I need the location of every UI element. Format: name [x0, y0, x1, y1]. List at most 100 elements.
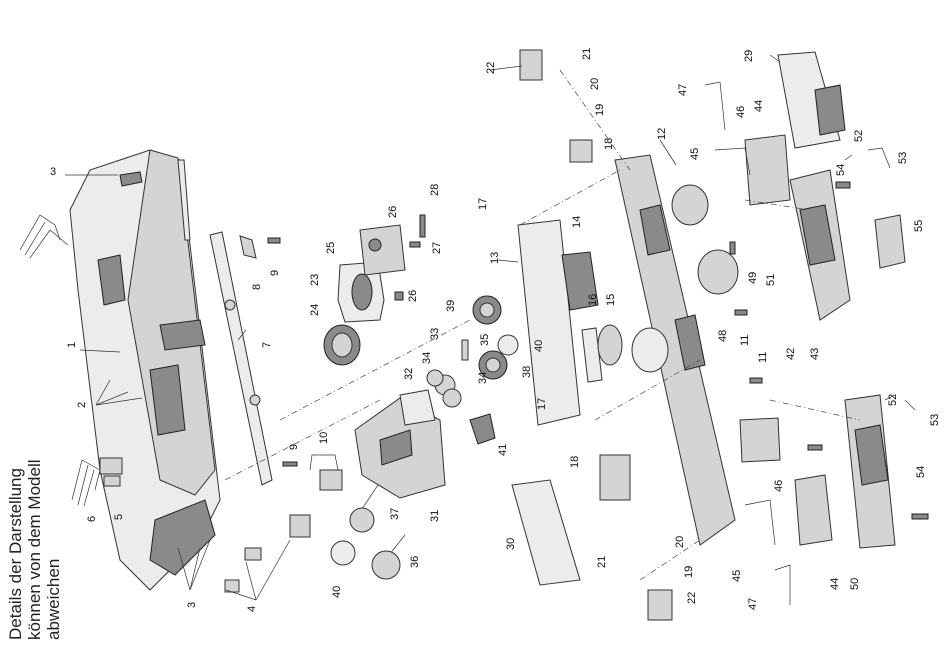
label-42: 42 [785, 348, 797, 360]
coupler-part-22-bottom [648, 590, 672, 620]
label-20-bottom: 20 [674, 536, 686, 548]
label-14: 14 [571, 216, 583, 228]
label-34-bottom: 34 [477, 372, 489, 384]
label-43: 43 [809, 348, 821, 360]
label-21-top: 21 [581, 48, 593, 60]
label-18-bottom: 18 [569, 456, 581, 468]
lever-45-47-top [705, 82, 750, 175]
plate-15 [598, 325, 622, 365]
label-16: 16 [587, 294, 599, 306]
label-26-top: 26 [387, 206, 399, 218]
label-46-bottom: 46 [773, 480, 785, 492]
label-7: 7 [261, 342, 273, 348]
label-44-top: 44 [753, 100, 765, 112]
label-11-top: 11 [739, 335, 751, 346]
label-39: 39 [445, 300, 457, 312]
label-47-bottom: 47 [747, 598, 759, 610]
body-shell [70, 150, 220, 590]
label-22-bottom: 22 [686, 592, 698, 604]
label-4: 4 [246, 606, 258, 612]
label-33: 33 [429, 328, 441, 340]
plate-13 [518, 220, 580, 425]
label-28: 28 [429, 184, 441, 196]
label-25: 25 [325, 242, 337, 254]
screw-9-lower [283, 462, 297, 466]
label-50: 50 [849, 578, 861, 590]
label-51: 51 [765, 274, 777, 286]
bracket-25 [360, 225, 405, 275]
bracket-44-bottom [795, 475, 832, 545]
label-24: 24 [309, 304, 321, 316]
frame-strip [210, 232, 272, 485]
contact-clip-10 [310, 455, 342, 490]
bracket-42 [740, 418, 780, 462]
label-44-bottom: 44 [829, 578, 841, 590]
label-31: 31 [429, 510, 441, 522]
bracket-44-top [745, 135, 790, 205]
label-55: 55 [913, 220, 925, 232]
label-40-top: 40 [533, 340, 545, 352]
label-47-top: 47 [677, 84, 689, 96]
label-21-bottom: 21 [596, 556, 608, 568]
label-38: 38 [521, 366, 533, 378]
main-chassis [615, 155, 738, 545]
label-1: 1 [66, 342, 78, 348]
label-23: 23 [309, 274, 321, 286]
label-53-bottom: 53 [929, 414, 941, 426]
label-53-top: 53 [897, 152, 909, 164]
cab-window-parts [225, 515, 310, 592]
label-5: 5 [113, 514, 125, 520]
label-12: 12 [656, 128, 668, 140]
label-22-top: 22 [485, 62, 497, 74]
label-15: 15 [605, 294, 617, 306]
label-8: 8 [251, 284, 263, 290]
axle-gear-37 [350, 485, 378, 532]
label-41: 41 [497, 444, 509, 456]
label-9-top: 9 [269, 270, 281, 276]
gear-block-32 [400, 390, 435, 425]
weight-29 [778, 52, 845, 148]
label-34-top: 34 [421, 352, 433, 364]
lever-45-47-bottom [745, 500, 790, 605]
ring-40 [331, 541, 355, 565]
label-3-top: 3 [50, 166, 56, 178]
label-13: 13 [489, 252, 501, 264]
label-19-top: 19 [594, 104, 606, 116]
label-54-top: 54 [835, 164, 847, 176]
label-3-bottom: 3 [186, 602, 198, 608]
label-54-bottom: 54 [915, 466, 927, 478]
label-9-bottom: 9 [288, 444, 300, 450]
label-37: 37 [389, 508, 401, 520]
label-52-top: 52 [853, 130, 865, 142]
label-32: 32 [403, 368, 415, 380]
label-26-bottom: 26 [407, 290, 419, 302]
handrail-assembly-top [20, 215, 68, 258]
label-45-top: 45 [689, 148, 701, 160]
label-40-bottom: 40 [331, 586, 343, 598]
clip-18-lower [600, 455, 630, 500]
label-35: 35 [479, 334, 491, 346]
label-18-top: 18 [603, 138, 615, 150]
label-27: 27 [431, 242, 443, 254]
coupler-part-18-top [570, 140, 592, 162]
axle-gear-36 [372, 535, 405, 579]
label-17-bottom: 17 [536, 398, 548, 410]
label-30: 30 [505, 538, 517, 550]
label-19-bottom: 19 [683, 566, 695, 578]
bogie-51 [790, 170, 850, 320]
label-20-top: 20 [589, 78, 601, 90]
label-45-bottom: 45 [731, 570, 743, 582]
label-36: 36 [409, 556, 421, 568]
label-48: 48 [717, 330, 729, 342]
weight-30 [512, 480, 580, 585]
pin-41 [470, 414, 495, 444]
label-29: 29 [743, 50, 755, 62]
gear-cluster [427, 296, 518, 407]
label-11-bottom: 11 [757, 352, 769, 363]
label-52-bottom: 52 [887, 394, 899, 406]
label-17-top: 17 [477, 198, 489, 210]
coupler-part-22-top [520, 50, 542, 80]
label-10: 10 [318, 432, 330, 444]
motor-24 [324, 325, 360, 365]
